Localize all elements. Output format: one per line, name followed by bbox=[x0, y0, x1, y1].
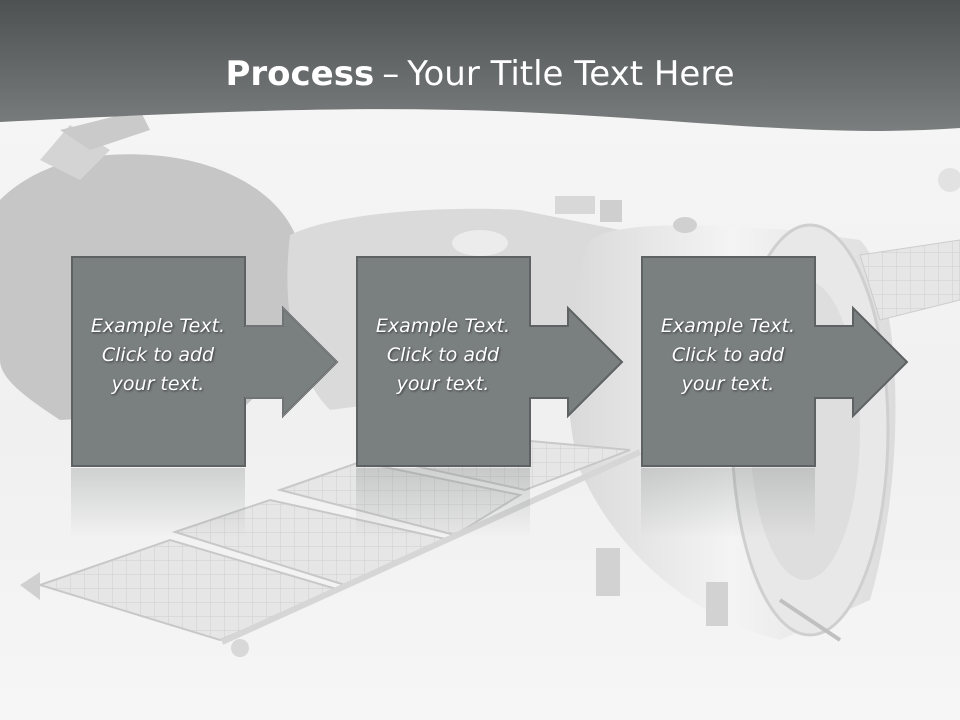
process-step-3[interactable]: Example Text. Click to add your text. bbox=[641, 256, 911, 538]
step-text-line-3: your text. bbox=[396, 373, 490, 395]
title-bold: Process bbox=[225, 54, 375, 94]
step-text-line-2: Click to add bbox=[386, 344, 500, 366]
step-reflection bbox=[71, 468, 245, 538]
step-text[interactable]: Example Text. Click to add your text. bbox=[362, 312, 524, 399]
process-step-1[interactable]: Example Text. Click to add your text. bbox=[71, 256, 341, 538]
step-text-line-3: your text. bbox=[111, 373, 205, 395]
step-shape bbox=[71, 256, 339, 467]
step-reflection bbox=[356, 468, 530, 538]
step-text-line-1: Example Text. bbox=[90, 315, 226, 337]
title-separator: – bbox=[382, 54, 400, 94]
step-text[interactable]: Example Text. Click to add your text. bbox=[647, 312, 809, 399]
process-step-2[interactable]: Example Text. Click to add your text. bbox=[356, 256, 626, 538]
header-band bbox=[0, 0, 960, 131]
step-text-line-1: Example Text. bbox=[660, 315, 796, 337]
title-rest: Your Title Text Here bbox=[407, 54, 735, 94]
step-reflection bbox=[641, 468, 815, 538]
step-shape bbox=[641, 256, 909, 467]
step-text-line-2: Click to add bbox=[671, 344, 785, 366]
step-shape bbox=[356, 256, 624, 467]
step-text[interactable]: Example Text. Click to add your text. bbox=[77, 312, 239, 399]
page-title: Process–Your Title Text Here bbox=[0, 50, 960, 98]
step-text-line-2: Click to add bbox=[101, 344, 215, 366]
step-text-line-1: Example Text. bbox=[375, 315, 511, 337]
step-text-line-3: your text. bbox=[681, 373, 775, 395]
